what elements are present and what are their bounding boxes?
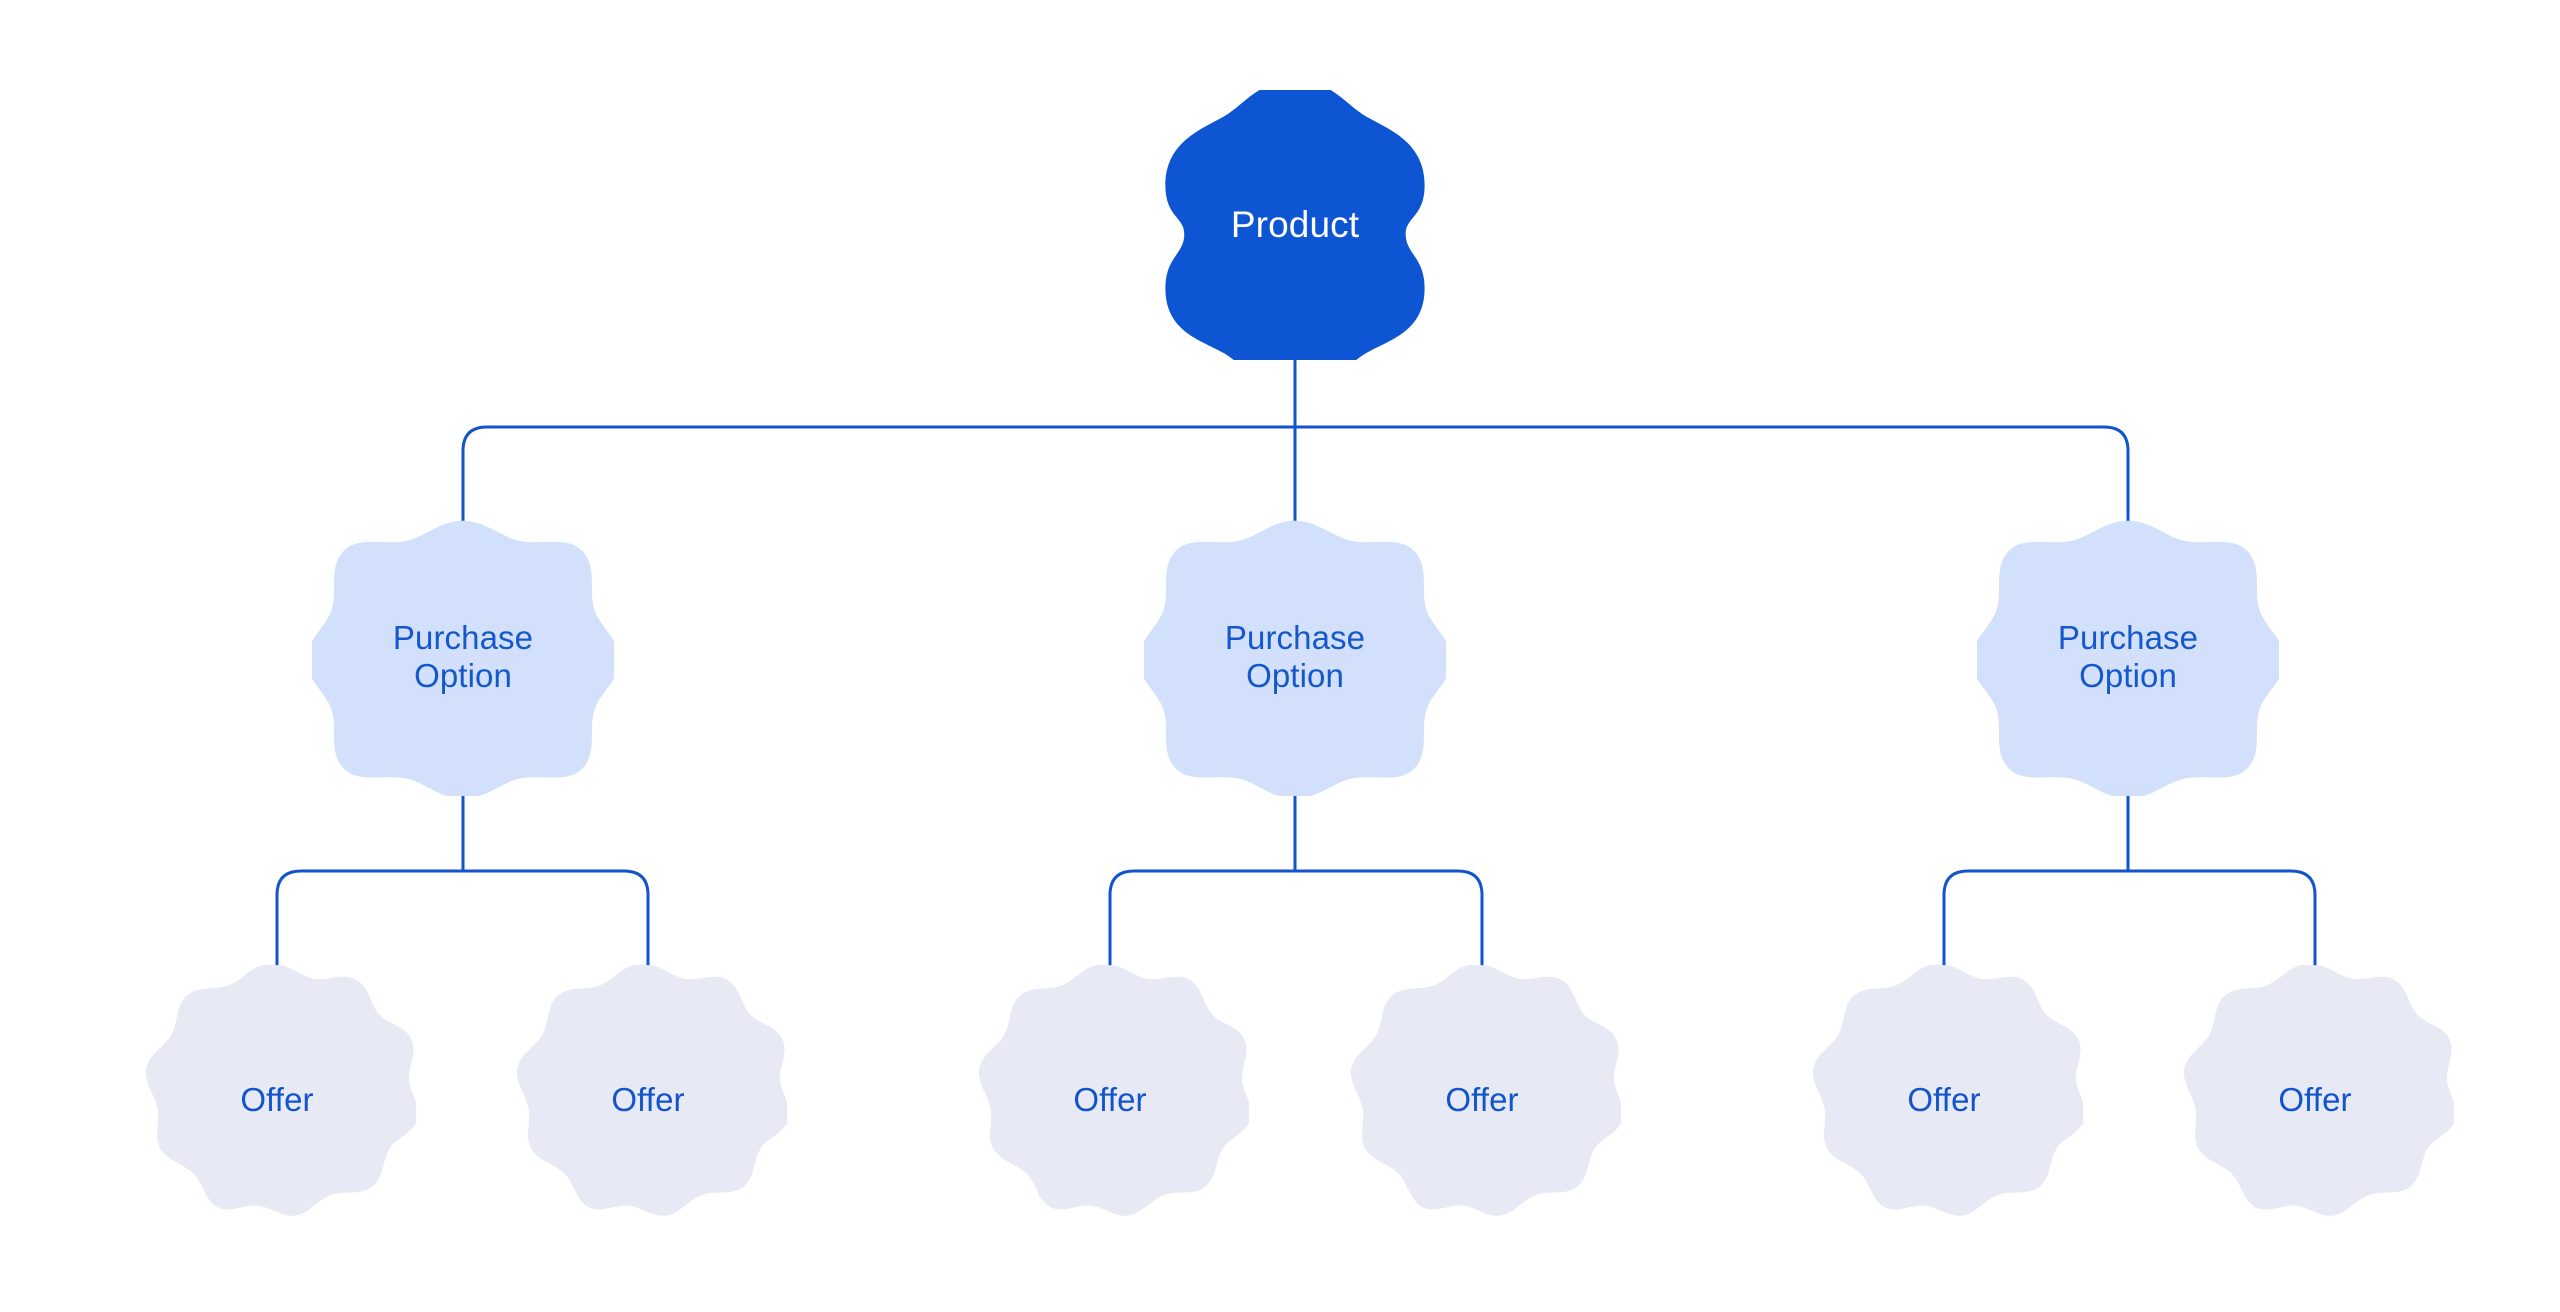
blob-12-lobe-shape [2183, 964, 2454, 1216]
edge-po1-to-offer-1 [275, 869, 463, 975]
node-offer-6[interactable]: Offer [2176, 961, 2454, 1239]
node-offer-3[interactable]: Offer [971, 961, 1249, 1239]
blob-12-lobe-shape [145, 964, 416, 1216]
blob-8-lobe-shape [1977, 520, 2279, 796]
edge-po1-to-offer-2 [463, 869, 650, 975]
blob-12-lobe-shape [1812, 964, 2083, 1216]
node-purchase-option-1[interactable]: Purchase Option [312, 518, 614, 796]
blob-12-lobe-shape [516, 964, 787, 1216]
blob-12-lobe-shape [978, 964, 1249, 1216]
blob-4-lobe-shape [1165, 90, 1425, 360]
blob-12-lobe-shape [1350, 964, 1621, 1216]
edge-po2-to-offer-3 [1108, 869, 1295, 975]
edge-po3-to-offer-6 [2128, 869, 2317, 975]
node-purchase-option-2[interactable]: Purchase Option [1144, 518, 1446, 796]
node-offer-2[interactable]: Offer [509, 961, 787, 1239]
node-purchase-option-3[interactable]: Purchase Option [1977, 518, 2279, 796]
node-product[interactable]: Product [1160, 90, 1430, 360]
node-offer-5[interactable]: Offer [1805, 961, 2083, 1239]
edge-po3-to-offer-5 [1942, 869, 2128, 975]
edge-po2-to-offer-4 [1295, 869, 1484, 975]
blob-8-lobe-shape [1144, 520, 1446, 796]
node-offer-4[interactable]: Offer [1343, 961, 1621, 1239]
node-offer-1[interactable]: Offer [138, 961, 416, 1239]
blob-8-lobe-shape [312, 520, 614, 796]
